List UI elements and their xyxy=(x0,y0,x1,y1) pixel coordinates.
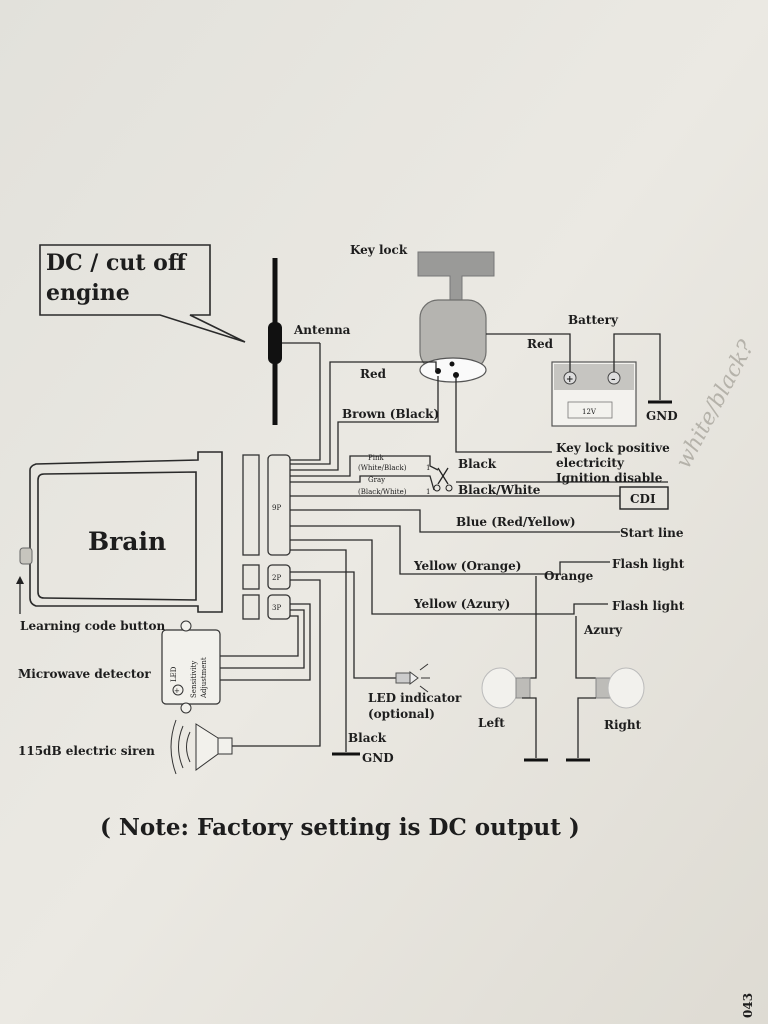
gray-label-2: (Black/White) xyxy=(358,488,407,496)
battery: Battery Red + – 12V GND xyxy=(486,313,678,427)
orange-label: Orange xyxy=(544,569,594,583)
brain-label: Brain xyxy=(88,527,166,556)
cut-1b: 1 xyxy=(426,488,430,496)
ground-bottom: Black GND xyxy=(332,731,394,765)
antenna: Antenna xyxy=(268,258,351,425)
led-indicator: LED indicator (optional) xyxy=(368,663,462,721)
ignition-disable-label: Ignition disable xyxy=(556,471,663,485)
svg-text:+: + xyxy=(566,375,574,385)
factory-note: ( Note: Factory setting is DC output ) xyxy=(100,814,580,841)
dc-callout: DC / cut off engine xyxy=(39,244,246,343)
9p-wires: Red Brown (Black) Black Pink (White/Blac… xyxy=(290,343,668,752)
black-ignition-label: Black xyxy=(458,457,497,471)
battery-voltage: 12V xyxy=(582,408,597,416)
battery-gnd-label: GND xyxy=(646,409,678,423)
flash-light-1-label: Flash light xyxy=(612,557,685,571)
connector-3p: 3P xyxy=(272,604,281,612)
scissors-icon xyxy=(433,467,453,492)
key-positive-1: Key lock positive xyxy=(556,441,670,455)
mw-sens-2: Adjustment xyxy=(200,657,208,699)
black-white-label: Black/White xyxy=(458,483,541,497)
cut-1a: 1 xyxy=(426,464,430,472)
key-lock: Key lock xyxy=(350,243,495,383)
antenna-label: Antenna xyxy=(293,323,351,337)
cdi-box: CDI xyxy=(619,486,669,510)
callout-line1: DC / cut off xyxy=(46,250,188,276)
start-line-label: Start line xyxy=(620,526,684,540)
brown-label: Brown (Black) xyxy=(342,407,439,421)
yellow-azury-label: Yellow (Azury) xyxy=(413,597,510,611)
left-lamp-label: Left xyxy=(478,716,505,730)
microwave-label: Microwave detector xyxy=(18,667,151,681)
blue-label: Blue (Red/Yellow) xyxy=(456,515,576,529)
svg-text:–: – xyxy=(611,375,616,385)
siren-label: 115dB electric siren xyxy=(18,744,155,758)
red-keylock-label: Red xyxy=(360,367,387,381)
edge-number: 043 xyxy=(741,993,755,1018)
flash-light-2-label: Flash light xyxy=(612,599,685,613)
yellow-orange-label: Yellow (Orange) xyxy=(413,559,521,573)
led-indicator-label-1: LED indicator xyxy=(368,691,462,705)
azury-label: Azury xyxy=(583,623,623,637)
pink-label-2: (White/Black) xyxy=(358,464,407,472)
connector-2p: 2P xyxy=(272,574,281,582)
right-lamp-label: Right xyxy=(604,718,642,732)
learning-button-label: Learning code button xyxy=(20,619,165,633)
mw-led-label: LED xyxy=(170,666,178,682)
key-lock-label: Key lock xyxy=(350,243,408,257)
cdi-label: CDI xyxy=(630,492,656,506)
gray-label-1: Gray xyxy=(368,476,385,484)
left-lamp: Left xyxy=(478,576,548,762)
key-positive-2: electricity xyxy=(556,456,625,470)
black-gnd-label: Black xyxy=(348,731,387,745)
learning-code-button: Learning code button xyxy=(16,576,165,633)
lower-wires xyxy=(220,571,396,747)
connector-9p: 9P xyxy=(272,504,281,512)
mw-sens-1: Sensitivity xyxy=(190,661,198,698)
siren: 115dB electric siren xyxy=(18,719,233,775)
led-indicator-label-2: (optional) xyxy=(368,707,435,721)
right-lamp: Right xyxy=(566,616,645,762)
callout-line2: engine xyxy=(46,280,130,306)
microwave-detector: + LED Sensitivity Adjustment Microwave d… xyxy=(18,620,221,714)
gnd-bottom-label: GND xyxy=(362,751,394,765)
battery-red-label: Red xyxy=(527,337,554,351)
brain-unit: Brain 9P 2P 3P xyxy=(19,451,291,620)
pink-label-1: Pink xyxy=(368,454,384,462)
battery-label: Battery xyxy=(568,313,619,327)
svg-text:+: + xyxy=(174,687,180,695)
